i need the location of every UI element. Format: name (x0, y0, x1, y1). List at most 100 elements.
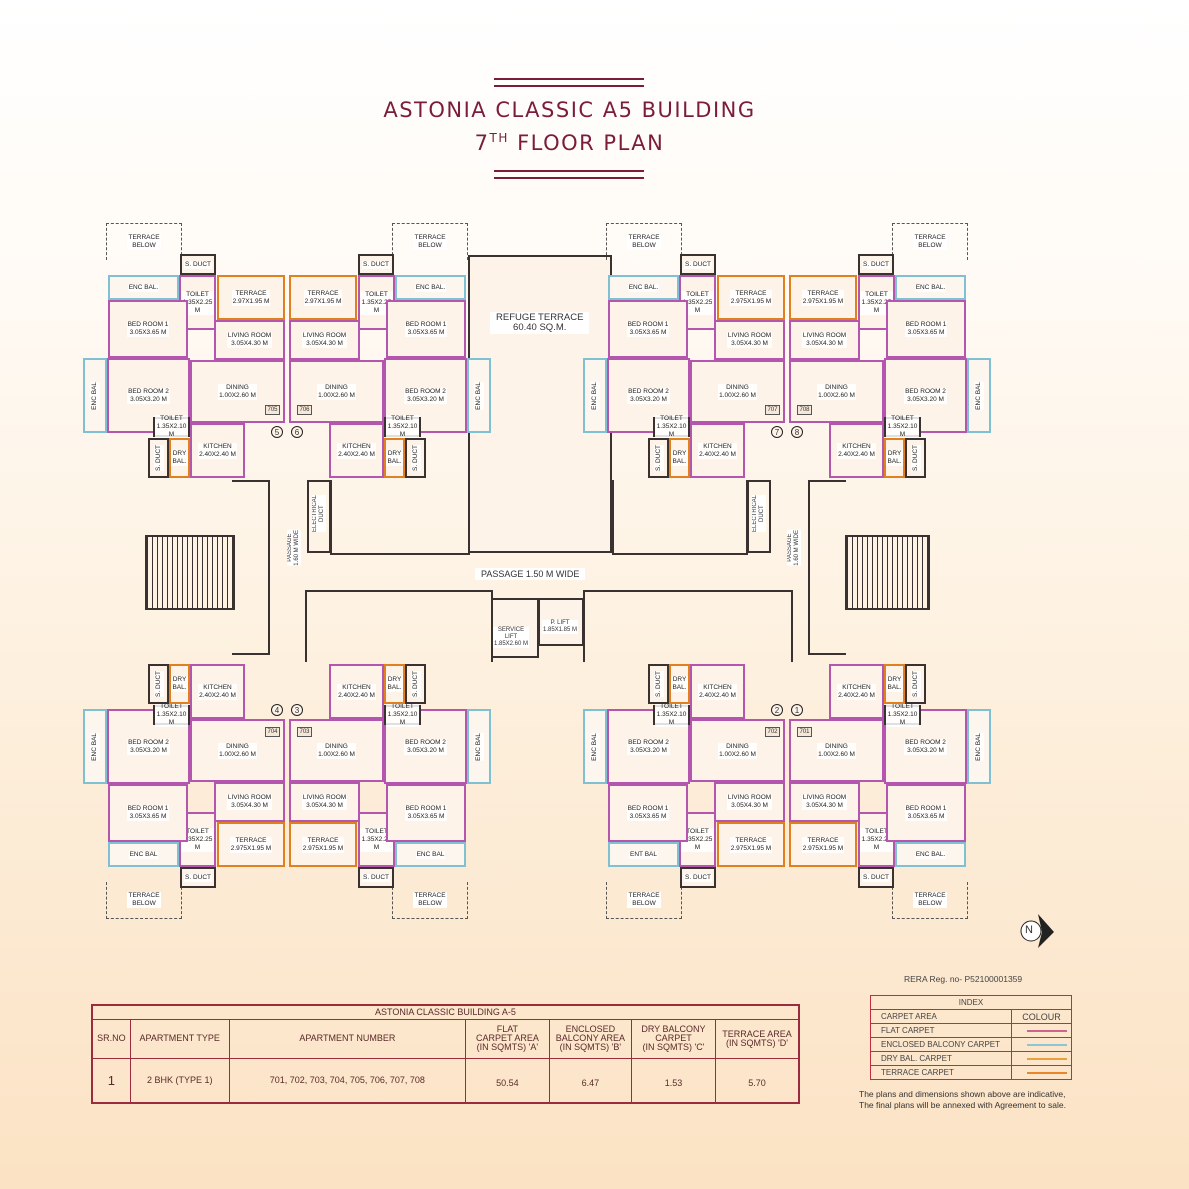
room-label: DRY BAL. (886, 676, 903, 692)
room-duct1: S. DUCT (180, 254, 216, 275)
apartment-number: 703 (297, 727, 312, 737)
room-label: ENC BAL. (127, 283, 160, 292)
room-label: ENC BAL. (414, 283, 447, 292)
room-label: DINING 1.00X2.60 M (218, 742, 257, 759)
room-living: LIVING ROOM 3.05X4.30 M (714, 782, 785, 822)
room-duct1: S. DUCT (680, 867, 716, 888)
room-toilet2: TOILET 1.35X2.10 M (153, 415, 190, 439)
room-toilet2: TOILET 1.35X2.10 M (653, 703, 690, 727)
north-compass: N (1016, 912, 1054, 948)
table-cell: 6.47 (548, 1057, 632, 1104)
room-label: LIVING ROOM 3.05X4.30 M (726, 794, 773, 810)
room-label: BED ROOM 1 3.05X3.65 M (404, 805, 448, 821)
room-duct2: S. DUCT (405, 664, 426, 704)
index-row: TERRACE CARPET (870, 1065, 1072, 1080)
staircase-right (845, 535, 930, 610)
entrance-door-marker: 2 (771, 704, 783, 716)
service-lift-label: SERVICE LIFT 1.85X2.60 M (493, 627, 530, 648)
room-kitchen: KITCHEN 2.40X2.40 M (829, 664, 884, 719)
room-duct2: S. DUCT (648, 438, 669, 478)
room-enc1: ENT BAL (608, 842, 679, 867)
room-label: BED ROOM 1 3.05X3.65 M (126, 805, 170, 821)
refuge-terrace-label: REFUGE TERRACE 60.40 SQ.M. (490, 312, 590, 334)
colour-swatch (1026, 1043, 1067, 1046)
room-label: TERRACE BELOW (127, 892, 161, 908)
room-bed1: BED ROOM 1 3.05X3.65 M (108, 784, 188, 842)
apartment-number: 705 (265, 405, 280, 415)
page-title: ASTONIA CLASSIC A5 BUILDING (383, 98, 756, 122)
passage-left-label: PASSAGE 1.60 M WIDE (287, 530, 301, 566)
room-label: TOILET 1.35X2.10 M (655, 703, 688, 727)
room-label: BED ROOM 1 3.05X3.65 M (626, 321, 670, 337)
lower-corridor-left (305, 590, 493, 662)
entrance-door-marker: 5 (271, 426, 283, 438)
room-label: LIVING ROOM 3.05X4.30 M (226, 332, 273, 348)
room-label: S. DUCT (410, 445, 421, 471)
room-dry: DRY BAL. (384, 438, 405, 478)
room-label: DRY BAL. (386, 676, 403, 692)
room-enc1: ENC BAL (395, 842, 466, 867)
room-label: TERRACE BELOW (627, 234, 661, 250)
room-duct2: S. DUCT (405, 438, 426, 478)
room-kitchen: KITCHEN 2.40X2.40 M (329, 664, 384, 719)
room-toilet2: TOILET 1.35X2.10 M (884, 415, 921, 439)
room-dry: DRY BAL. (384, 664, 405, 704)
index-row-label: DRY BAL. CARPET (870, 1051, 1012, 1066)
room-label: LIVING ROOM 3.05X4.30 M (801, 794, 848, 810)
room-kitchen: KITCHEN 2.40X2.40 M (329, 423, 384, 478)
room-dining: DINING 1.00X2.60 M (190, 719, 285, 782)
room-bed1: BED ROOM 1 3.05X3.65 M (608, 784, 688, 842)
index-title: INDEX (870, 995, 1072, 1010)
room-terrace: TERRACE 2.975X1.95 M (717, 275, 785, 320)
column-header: APARTMENT NUMBER (228, 1018, 467, 1059)
room-duct2: S. DUCT (148, 664, 169, 704)
rera-number: RERA Reg. no- P52100001359 (904, 974, 1023, 984)
room-label: BED ROOM 1 3.05X3.65 M (904, 321, 948, 337)
room-label: BED ROOM 1 3.05X3.65 M (404, 321, 448, 337)
room-label: DINING 1.00X2.60 M (317, 383, 356, 400)
room-label: S. DUCT (862, 260, 890, 269)
room-dining: DINING 1.00X2.60 M (789, 360, 884, 423)
room-label: LIVING ROOM 3.05X4.30 M (301, 794, 348, 810)
room-bed2: BED ROOM 2 3.05X3.20 M (384, 358, 467, 433)
room-dry: DRY BAL. (884, 664, 905, 704)
index-row-colour (1011, 1037, 1072, 1052)
room-dry: DRY BAL. (169, 438, 190, 478)
index-row: DRY BAL. CARPET (870, 1051, 1072, 1066)
room-label: ENC BAL (974, 381, 984, 410)
index-row-colour (1011, 1051, 1072, 1066)
room-label: DINING 1.00X2.60 M (817, 742, 856, 759)
apartment-number: 701 (797, 727, 812, 737)
stair-passage-left (232, 480, 270, 655)
disclaimer: The plans and dimensions shown above are… (859, 1089, 1066, 1110)
room-encside: ENC BAL (967, 709, 991, 784)
room-label: TERRACE 2.97X1.95 M (303, 289, 343, 306)
room-label: TERRACE BELOW (627, 892, 661, 908)
room-encside: ENC BAL (583, 709, 607, 784)
corridor-wall-right (612, 480, 748, 555)
table-cell: 2 BHK (TYPE 1) (129, 1057, 230, 1104)
column-header: TERRACE AREA (IN SQMTS) 'D' (714, 1018, 800, 1059)
room-bed1: BED ROOM 1 3.05X3.65 M (108, 300, 188, 358)
entrance-door-marker: 4 (271, 704, 283, 716)
room-encside: ENC BAL (467, 709, 491, 784)
room-terrace: TERRACE 2.975X1.95 M (789, 822, 857, 867)
room-label: ENC BAL (415, 850, 446, 859)
room-label: BED ROOM 2 3.05X3.20 M (904, 387, 947, 404)
room-label: TERRACE BELOW (127, 234, 161, 250)
room-label: S. DUCT (910, 445, 921, 471)
room-enc1: ENC BAL. (108, 275, 179, 300)
floor-number: 7 (474, 131, 490, 155)
room-duct1: S. DUCT (858, 254, 894, 275)
room-label: ENC BAL (590, 732, 600, 761)
room-label: DINING 1.00X2.60 M (817, 383, 856, 400)
room-label: DRY BAL. (386, 450, 403, 466)
room-tb: TERRACE BELOW (606, 223, 682, 260)
room-label: S. DUCT (362, 873, 390, 882)
room-label: TERRACE BELOW (913, 892, 947, 908)
room-kitchen: KITCHEN 2.40X2.40 M (190, 664, 245, 719)
room-label: KITCHEN 2.40X2.40 M (198, 442, 237, 459)
apartment-number: 706 (297, 405, 312, 415)
